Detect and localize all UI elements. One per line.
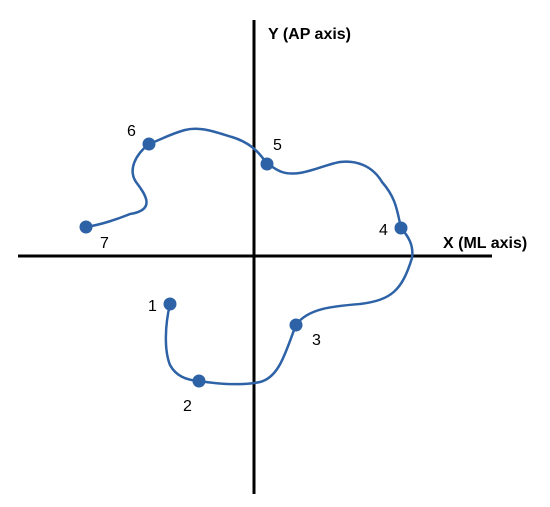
- point-label-6: 6: [127, 123, 136, 140]
- point-label-4: 4: [379, 222, 388, 239]
- x-axis-title: X (ML axis): [443, 235, 527, 252]
- point-marker-2: [192, 374, 206, 388]
- point-marker-7: [79, 220, 93, 234]
- point-marker-5: [260, 157, 274, 171]
- point-label-7: 7: [100, 235, 109, 252]
- point-marker-1: [163, 297, 177, 311]
- point-label-2: 2: [183, 398, 192, 415]
- point-label-5: 5: [273, 137, 282, 154]
- point-label-1: 1: [148, 298, 157, 315]
- point-marker-3: [289, 318, 303, 332]
- point-marker-6: [142, 137, 156, 151]
- y-axis-title: Y (AP axis): [268, 26, 351, 43]
- point-marker-4: [394, 221, 408, 235]
- point-label-3: 3: [312, 332, 321, 349]
